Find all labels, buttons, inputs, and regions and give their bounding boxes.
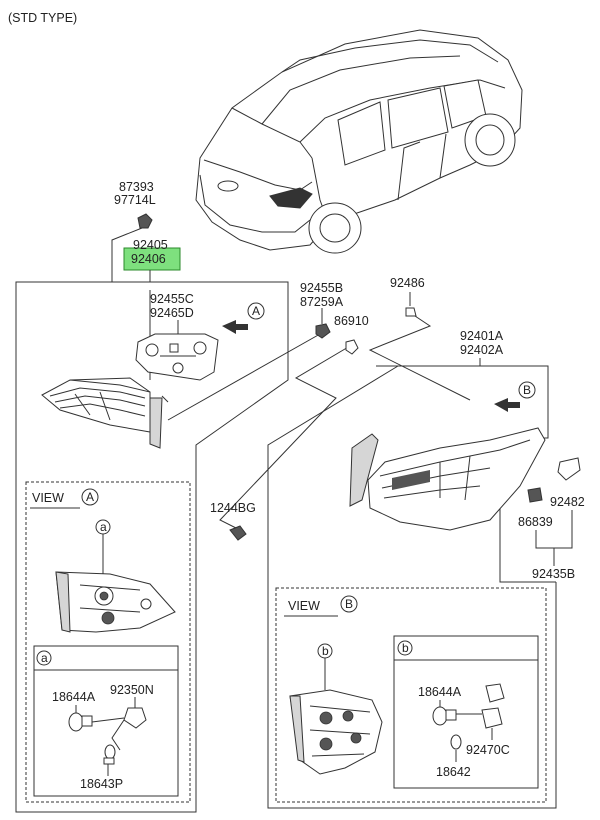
label-92470C: 92470C: [466, 743, 510, 757]
bulb-socket-a: [68, 697, 147, 776]
callout-b-circle: [518, 381, 536, 399]
label-92455C: 92455C: [150, 292, 194, 306]
label-18642: 18642: [436, 765, 471, 779]
label-18644A-a: 18644A: [52, 690, 96, 704]
screw-icon: [229, 525, 247, 541]
bulb-socket-b: [432, 683, 505, 762]
view-b-label: VIEW: [288, 599, 320, 613]
label-97714L: 97714L: [114, 193, 156, 207]
label-87393: 87393: [119, 180, 154, 194]
view-a-lamp-back: [55, 571, 176, 633]
arrow-b-icon: [494, 398, 520, 412]
outer-lamp-right: [349, 427, 546, 531]
socket-86839-icon: [527, 487, 543, 503]
label-92435B: 92435B: [532, 567, 575, 581]
label-86910: 86910: [334, 314, 369, 328]
arrow-a-icon: [222, 320, 248, 334]
label-92402A: 92402A: [460, 343, 504, 357]
left-assembly-frame: [15, 281, 289, 813]
gasket-plate: [135, 333, 219, 381]
std-type-label: (STD TYPE): [8, 11, 77, 25]
clip-icon: [315, 323, 331, 339]
detail-a-letter: a: [41, 651, 48, 665]
detail-a-box: [33, 645, 179, 797]
view-b-box: [275, 587, 547, 803]
label-18643P: 18643P: [80, 777, 123, 791]
label-18644A-b: 18644A: [418, 685, 462, 699]
label-87259A: 87259A: [300, 295, 344, 309]
callout-b-letter: B: [523, 383, 531, 397]
inner-lamp-left: [41, 377, 169, 449]
label-92406: 92406: [131, 252, 166, 266]
detail-b-letter: b: [402, 641, 409, 655]
car-illustration: [195, 29, 523, 254]
view-b-detail-letter: b: [322, 644, 329, 658]
nut-icon: [137, 213, 153, 229]
highlight-box: [123, 247, 181, 271]
bulb-92482-icon: [557, 457, 581, 481]
label-1244BG: 1244BG: [210, 501, 256, 515]
label-92482: 92482: [550, 495, 585, 509]
label-92486: 92486: [390, 276, 425, 290]
label-92401A: 92401A: [460, 329, 504, 343]
label-92455B: 92455B: [300, 281, 343, 295]
callout-a-letter: A: [252, 304, 260, 318]
view-a-label: VIEW: [32, 491, 64, 505]
cap-icon: [405, 307, 417, 317]
grommet-icon: [345, 339, 359, 355]
view-b-lamp-back: [289, 689, 383, 775]
view-a-letter: A: [86, 490, 94, 504]
label-92350N: 92350N: [110, 683, 154, 697]
view-a-detail-letter: a: [100, 520, 107, 534]
view-b-letter: B: [345, 597, 353, 611]
view-a-box: [25, 481, 191, 803]
callout-a-circle: [247, 302, 265, 320]
label-92405: 92405: [133, 238, 168, 252]
label-86839: 86839: [518, 515, 553, 529]
detail-b-box: [393, 635, 539, 789]
label-92465D: 92465D: [150, 306, 194, 320]
